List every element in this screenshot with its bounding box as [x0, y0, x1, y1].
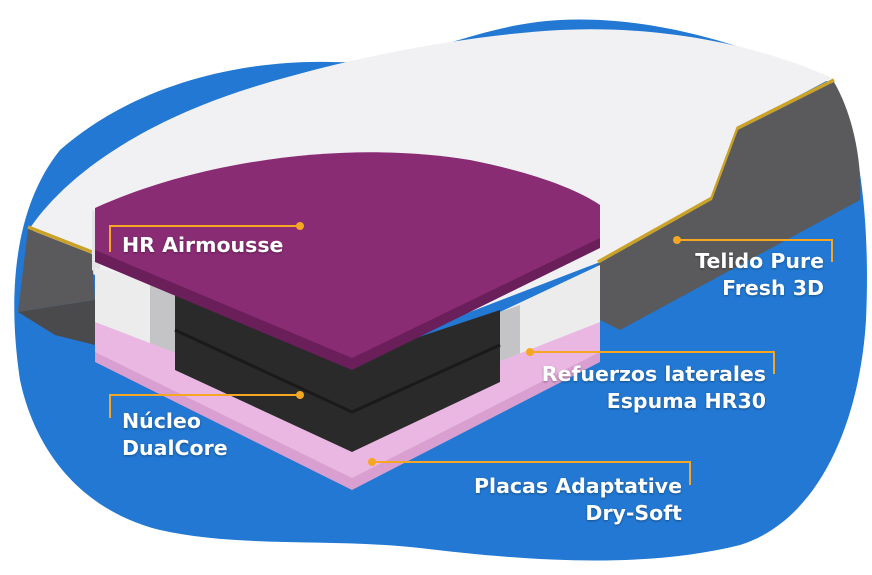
label-placas-adaptative-line2: Dry-Soft — [585, 501, 682, 525]
label-nucleo-dualcore-line2: DualCore — [122, 436, 228, 460]
lateral-support-right — [500, 265, 600, 380]
cover-side-left — [18, 229, 95, 312]
cover-side-left-dark — [18, 300, 95, 345]
callout-core-line — [109, 394, 300, 418]
callout-airmousse-dot — [296, 222, 304, 230]
label-refuerzos-laterales: Refuerzos laterales Espuma HR30 — [542, 361, 766, 415]
label-telido-pure: Telido Pure Fresh 3D — [695, 248, 824, 302]
label-telido-pure-line2: Fresh 3D — [722, 276, 824, 300]
callout-lateral-dot — [526, 348, 534, 356]
label-placas-adaptative-line1: Placas Adaptative — [474, 474, 682, 498]
cover-gold-edge — [27, 78, 835, 264]
callout-plates-dot — [368, 458, 376, 466]
label-placas-adaptative: Placas Adaptative Dry-Soft — [474, 473, 682, 527]
label-nucleo-dualcore-line1: Núcleo — [122, 409, 201, 433]
callout-airmousse-line — [109, 225, 300, 252]
callout-core-dot — [296, 391, 304, 399]
callout-cover-line — [677, 239, 833, 262]
label-telido-pure-line1: Telido Pure — [695, 249, 824, 273]
callout-lateral-line — [530, 351, 775, 374]
callout-dots — [296, 222, 681, 466]
airmousse-edge — [95, 238, 600, 370]
callout-lines — [109, 225, 833, 485]
label-hr-airmousse: HR Airmousse — [122, 232, 283, 259]
dualcore-block — [175, 290, 500, 452]
label-refuerzos-laterales-line2: Espuma HR30 — [606, 389, 766, 413]
label-nucleo-dualcore: Núcleo DualCore — [122, 408, 228, 462]
callout-cover-dot — [673, 236, 681, 244]
callout-plates-line — [372, 461, 691, 485]
lateral-support-left-shade — [150, 280, 175, 362]
airmousse-layer — [95, 152, 600, 362]
label-refuerzos-laterales-line1: Refuerzos laterales — [541, 362, 766, 386]
label-hr-airmousse-line1: HR Airmousse — [122, 233, 284, 257]
cover-side-right — [598, 82, 861, 330]
dualcore-divider — [174, 328, 501, 414]
